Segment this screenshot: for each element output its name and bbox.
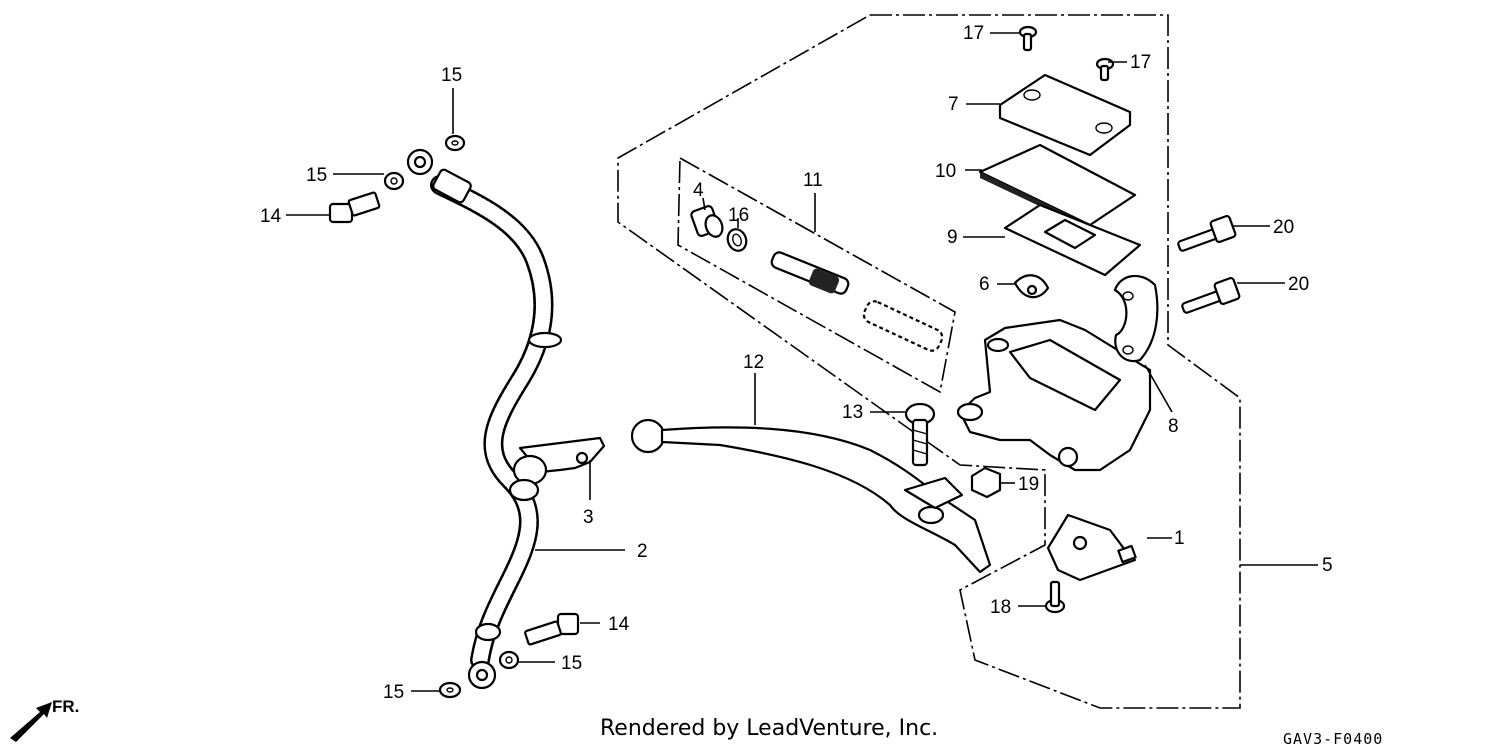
holder-bolt-upper[interactable]	[1177, 214, 1237, 252]
callout-8: 8	[1168, 416, 1179, 437]
direction-label: FR.	[52, 697, 80, 716]
callout-15-lower: 15	[561, 653, 582, 674]
callout-12: 12	[743, 352, 764, 373]
front-direction-arrow-icon	[10, 702, 52, 742]
callout-13: 13	[842, 402, 863, 423]
callout-15-bottom: 15	[383, 682, 404, 703]
callout-17-left: 17	[963, 23, 984, 44]
callout-17-right: 17	[1130, 52, 1151, 73]
reservoir-cap[interactable]	[998, 73, 1132, 157]
callout-4: 4	[693, 180, 704, 201]
clip-6[interactable]	[1013, 274, 1050, 299]
callout-14-upper: 14	[260, 206, 282, 227]
boot-4[interactable]	[690, 205, 725, 239]
callout-3: 3	[583, 507, 594, 528]
sealing-washer-3[interactable]	[498, 650, 520, 670]
callout-2: 2	[637, 541, 648, 562]
brake-hose[interactable]	[406, 148, 563, 690]
render-credit: Rendered by LeadVenture, Inc.	[600, 716, 939, 741]
master-cylinder-body[interactable]	[956, 318, 1152, 472]
hose-clamp[interactable]	[508, 436, 606, 502]
callout-20-upper: 20	[1273, 217, 1294, 238]
holder-bolt-lower[interactable]	[1181, 276, 1241, 314]
callout-20-lower: 20	[1288, 274, 1309, 295]
callout-11: 11	[803, 170, 823, 191]
callout-9: 9	[947, 227, 958, 248]
stop-switch[interactable]	[1046, 513, 1137, 582]
callout-16: 16	[728, 205, 749, 226]
callout-15-top: 15	[441, 65, 462, 86]
oil-bolt-upper[interactable]	[328, 191, 381, 224]
brake-lever[interactable]	[630, 418, 992, 574]
leader-lines	[286, 32, 1318, 692]
spring[interactable]	[861, 299, 945, 354]
diaphragm[interactable]	[1003, 203, 1142, 277]
callout-6: 6	[979, 274, 990, 295]
sealing-washer-2[interactable]	[383, 171, 405, 191]
oil-bolt-lower[interactable]	[524, 612, 580, 646]
assembly-boundary	[617, 14, 1241, 709]
cap-screw-1[interactable]	[1018, 25, 1038, 52]
callout-1: 1	[1174, 528, 1185, 549]
callout-18: 18	[990, 597, 1011, 618]
sealing-washer-4[interactable]	[438, 681, 462, 699]
callout-5: 5	[1322, 555, 1333, 576]
switch-screw[interactable]	[1044, 580, 1066, 614]
callout-labels: 1 2 3 4 5 6 7 8 9 10 11 12 13 14 14 15 1…	[260, 23, 1333, 703]
diagram-code: GAV3-F0400	[1283, 730, 1384, 748]
callout-19: 19	[1018, 474, 1039, 495]
pivot-nut[interactable]	[970, 466, 1002, 499]
circlip-16[interactable]	[725, 227, 749, 254]
callout-15-upper: 15	[306, 165, 327, 186]
sealing-washer-1[interactable]	[444, 134, 466, 152]
piston[interactable]	[770, 251, 850, 296]
pivot-bolt[interactable]	[904, 402, 936, 467]
callout-14-lower: 14	[608, 614, 630, 635]
handlebar-holder[interactable]	[1113, 274, 1159, 363]
callout-7: 7	[948, 94, 959, 115]
callout-10: 10	[935, 161, 956, 182]
